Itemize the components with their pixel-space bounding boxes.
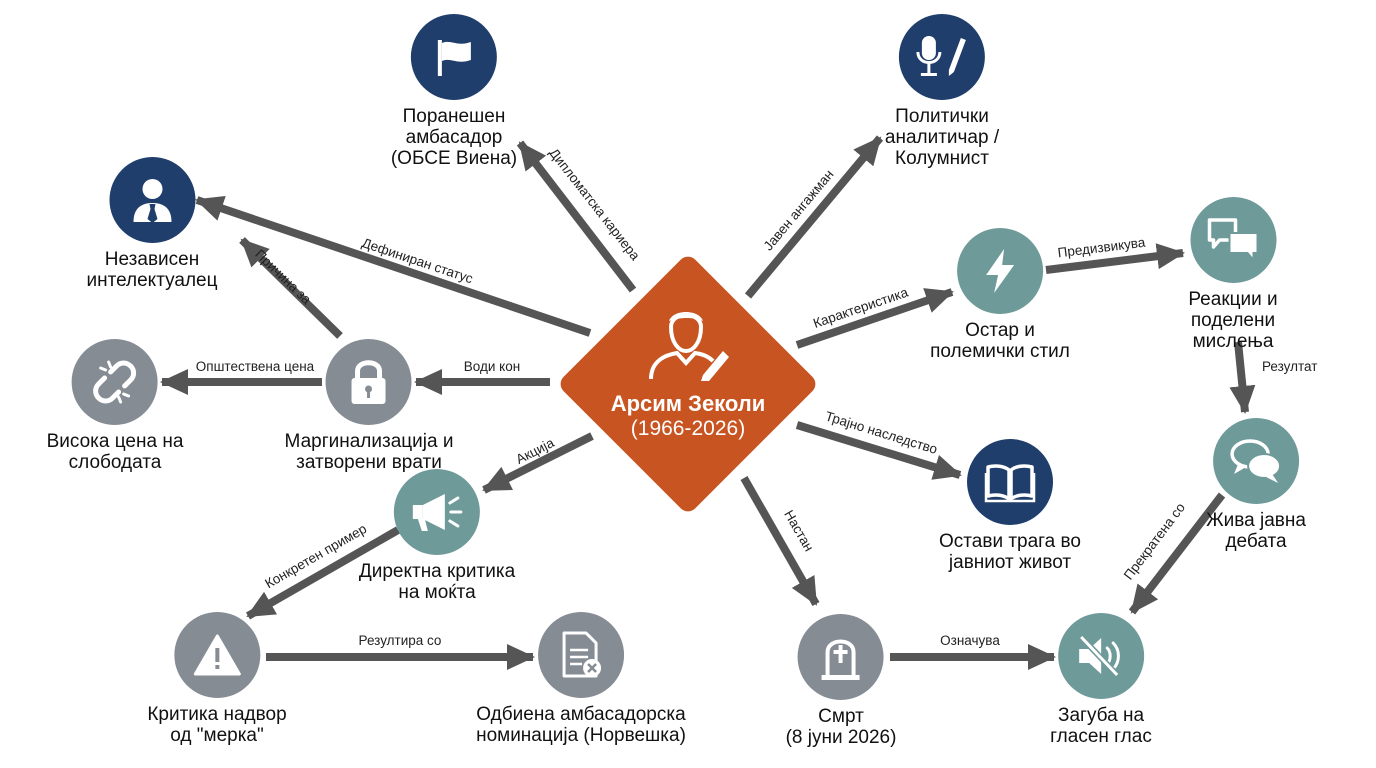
node-voice-loss: Загуба на гласен глас [1050, 613, 1152, 747]
edge-event [740, 476, 820, 606]
node-rejected-nomination: Одбиена амбасадорска номинација (Норвешк… [476, 612, 686, 746]
node-death-label: Смрт (8 јуни 2026) [785, 706, 897, 748]
node-legacy-circle [967, 439, 1053, 525]
edge-label-stopped-with: Прекратена со [1121, 500, 1188, 583]
lightning-icon [986, 249, 1014, 293]
node-rejected-nomination-circle [537, 612, 624, 698]
person-with-pen-icon [649, 312, 729, 381]
node-rejected-nomination-label: Одбиена амбасадорска номинација (Норвешк… [476, 704, 686, 746]
edge-diplomatic [516, 140, 637, 293]
edge-concrete-example [246, 526, 400, 620]
node-direct-criticism-circle [393, 469, 480, 555]
node-live-debate: Жива јавна дебата [1206, 418, 1306, 552]
chat-bubbles-icon [1207, 218, 1258, 263]
edge-label-results-in: Резултира со [359, 633, 442, 648]
warning-icon [193, 634, 241, 676]
edge-label-reason-for: Причина за [252, 246, 314, 307]
edge-result [1229, 341, 1256, 414]
node-analyst: Политички аналитичар / Колумнист [885, 14, 999, 169]
padlock-icon [352, 360, 386, 404]
node-ambassador-circle [411, 14, 497, 100]
speech-bubbles-icon [1230, 439, 1281, 483]
edge-stopped-with [1128, 492, 1226, 615]
edge-defined-status [195, 196, 592, 337]
megaphone-icon [412, 494, 463, 531]
node-marginalization-label: Маргинализација и затворени врати [284, 431, 454, 473]
edge-lasting-legacy [795, 421, 962, 480]
broken-link-icon [93, 360, 137, 404]
edge-public-engagement [744, 135, 884, 299]
node-analyst-circle [898, 14, 985, 100]
node-direct-criticism: Директна критика на моќта [359, 469, 515, 603]
edge-label-leads-to: Води кон [464, 359, 520, 374]
businessman-icon [132, 179, 171, 223]
center-years: (1966-2026) [630, 417, 746, 440]
node-marginalization: Маргинализација и затворени врати [284, 339, 454, 473]
node-intellectual: Независен интелектуалец [86, 157, 218, 291]
node-high-price: Висока цена на слободата [46, 339, 184, 473]
node-reactions-circle [1190, 197, 1276, 283]
edge-label-result: Резултат [1262, 359, 1317, 374]
node-sharp-style: Остар и полемички стил [930, 228, 1070, 362]
node-marginalization-circle [326, 339, 412, 425]
microphone-pen-icon [916, 36, 966, 76]
node-criticism-outside: Критика надвор од "мерка" [147, 612, 287, 746]
node-sharp-style-label: Остар и полемички стил [930, 320, 1070, 362]
node-voice-loss-label: Загуба на гласен глас [1050, 705, 1152, 747]
center-node: Арсим Зеколи (1966-2026) [556, 252, 820, 516]
node-intellectual-circle [108, 157, 195, 243]
muted-speaker-icon [1078, 634, 1120, 678]
node-direct-criticism-label: Директна критика на моќта [358, 561, 516, 603]
rejected-document-icon [562, 631, 601, 678]
node-high-price-label: Висока цена на слободата [46, 431, 184, 473]
node-reactions: Реакции и поделени мислења [1162, 197, 1305, 352]
node-live-debate-circle [1212, 418, 1299, 504]
node-ambassador: Поранешен амбасадор (ОБСЕ Виена) [391, 14, 517, 169]
node-voice-loss-circle [1057, 613, 1144, 699]
node-legacy: Остави трага во јавниот живот [939, 439, 1081, 573]
open-book-icon [984, 464, 1036, 503]
node-ambassador-label: Поранешен амбасадор (ОБСЕ Виена) [390, 106, 518, 169]
node-death-circle [798, 614, 884, 700]
node-legacy-label: Остави трага во јавниот живот [939, 531, 1081, 573]
node-high-price-circle [72, 339, 158, 425]
edge-label-marks: Означува [940, 633, 1000, 648]
node-death: Смрт (8 јуни 2026) [785, 614, 897, 748]
node-analyst-label: Политички аналитичар / Колумнист [884, 106, 1000, 169]
node-live-debate-label: Жива јавна дебата [1206, 510, 1306, 552]
edge-characteristic [795, 288, 954, 349]
edge-action [482, 432, 594, 494]
node-intellectual-label: Независен интелектуалец [86, 249, 218, 291]
tombstone-icon [822, 639, 860, 680]
node-criticism-outside-label: Критика надвор од "мерка" [147, 704, 287, 746]
edge-label-social-price: Општествена цена [196, 359, 315, 374]
edge-provokes [1045, 243, 1185, 274]
node-reactions-label: Реакции и поделени мислења [1188, 289, 1278, 352]
edge-reason-for [239, 237, 343, 339]
node-sharp-style-circle [957, 228, 1043, 314]
flag-icon [438, 40, 471, 76]
node-criticism-outside-circle [174, 612, 260, 698]
center-name: Арсим Зеколи [610, 391, 766, 416]
